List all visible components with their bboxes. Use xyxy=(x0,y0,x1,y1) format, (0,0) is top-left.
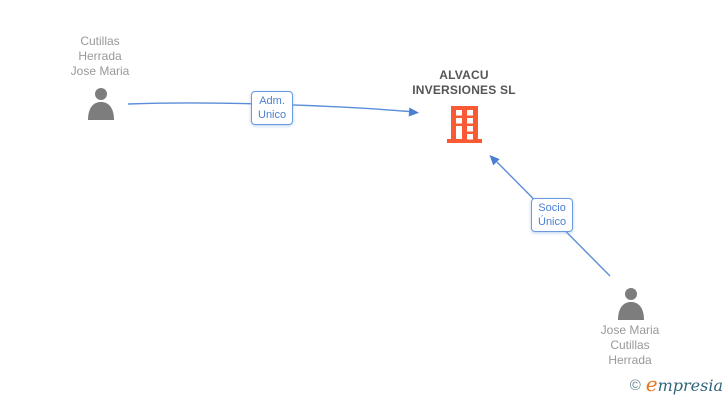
edge-label-line: Adm. xyxy=(259,95,285,107)
empresia-logo[interactable]: ©empresia xyxy=(630,372,723,396)
sole-partner-name-line: Herrada xyxy=(608,353,652,367)
sole-partner-name-line: Cutillas xyxy=(610,338,650,352)
company-name-line: INVERSIONES SL xyxy=(412,83,516,97)
logo-word: mpresia xyxy=(657,376,723,395)
person-silhouette-icon[interactable] xyxy=(616,287,646,320)
administrator-name[interactable]: Cutillas Herrada Jose Maria xyxy=(30,34,170,79)
company-name[interactable]: ALVACU INVERSIONES SL xyxy=(394,68,534,98)
logo-lead-letter: e xyxy=(645,372,658,396)
copyright-icon: © xyxy=(629,377,641,394)
person-silhouette-icon[interactable] xyxy=(86,87,116,120)
edge-label-line: Único xyxy=(538,216,567,228)
administrator-name-line: Herrada xyxy=(78,49,122,63)
edge-sole-partner-arrowhead-icon xyxy=(489,155,500,166)
edge-label-line: Unico xyxy=(258,109,287,121)
edge-label-line: Socio xyxy=(538,202,566,214)
building-icon[interactable] xyxy=(447,106,482,143)
administrator-name-line: Jose Maria xyxy=(70,64,130,78)
sole-partner-name[interactable]: Jose Maria Cutillas Herrada xyxy=(560,323,700,368)
sole-partner-name-line: Jose Maria xyxy=(600,323,660,337)
company-name-line: ALVACU xyxy=(439,68,489,82)
edge-label-socio-unico: Socio Único xyxy=(531,198,574,232)
edge-administrator-arrowhead-icon xyxy=(408,107,419,117)
edge-label-adm-unico: Adm. Unico xyxy=(251,91,294,125)
administrator-name-line: Cutillas xyxy=(80,34,120,48)
